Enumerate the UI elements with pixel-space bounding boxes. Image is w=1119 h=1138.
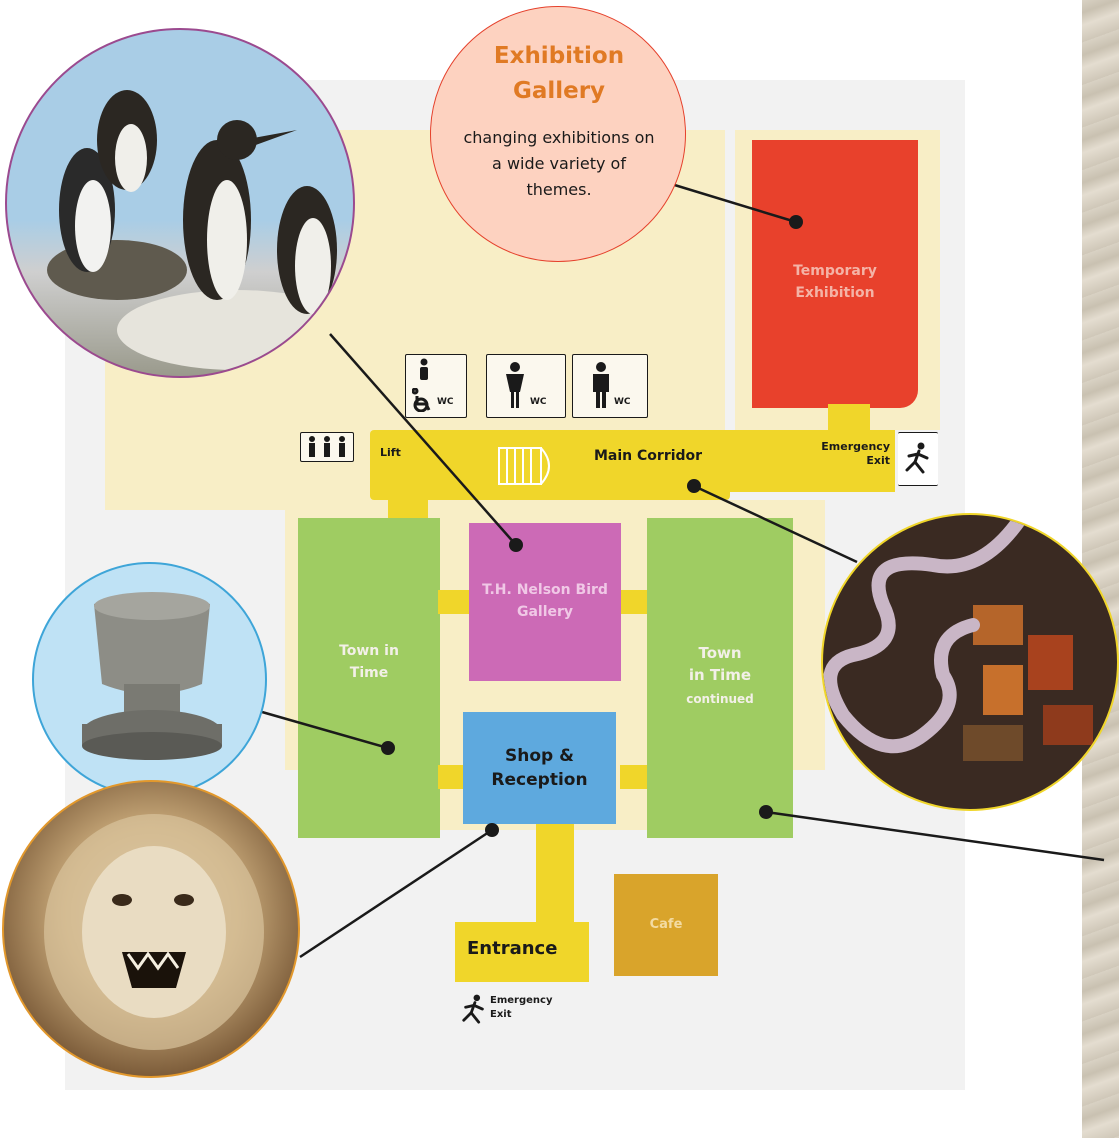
shop-reception-room[interactable]: Shop & Reception <box>463 712 616 824</box>
dot-main-corridor <box>687 479 701 493</box>
temporary-exhibition-room[interactable]: Temporary Exhibition <box>752 140 918 408</box>
temporary-exhibition-label: Temporary Exhibition <box>793 263 877 301</box>
wc-label-1: WC <box>437 397 454 407</box>
town-in-time-label: Town in Time <box>339 643 399 681</box>
puffins-drawing <box>47 90 353 370</box>
male-icon <box>593 362 609 408</box>
wc-label-3: WC <box>614 397 631 407</box>
town-in-time-continued-room[interactable]: Town in Time continued <box>647 518 793 838</box>
accessible-wc-box <box>405 354 467 418</box>
emergency-exit-top-label: Emergency Exit <box>821 440 890 467</box>
running-man-icon <box>905 442 929 474</box>
connector-right-lower <box>620 765 650 789</box>
emergency-exit-bottom-label: Emergency Exit <box>490 995 553 1020</box>
dot-temporary-exhibition <box>789 215 803 229</box>
bird-gallery-label: T.H. Nelson Bird Gallery <box>482 582 608 620</box>
callout-description: changing exhibitions on a wide variety o… <box>463 128 655 199</box>
dot-town-in-time <box>381 741 395 755</box>
entrance-corridor <box>536 856 574 926</box>
lion-photo <box>2 780 300 1078</box>
shop-reception-label: Shop & Reception <box>491 746 588 790</box>
wheelchair-icon <box>412 388 431 412</box>
callout-title: Exhibition Gallery <box>493 43 625 104</box>
lift-label: Lift <box>380 446 401 459</box>
main-corridor-right <box>725 430 895 492</box>
dot-town-continued <box>759 805 773 819</box>
baby-change-icon <box>420 358 428 380</box>
wall-texture-strip <box>1082 0 1119 1138</box>
cafe-room[interactable]: Cafe <box>614 874 718 976</box>
bird-gallery-room[interactable]: T.H. Nelson Bird Gallery <box>469 523 621 681</box>
stone-font-drawing <box>82 592 222 760</box>
male-wc-box <box>572 354 648 418</box>
shop-entrance-connector <box>536 820 574 860</box>
entrance-room[interactable]: Entrance <box>455 922 589 982</box>
lift-people-icon <box>309 436 345 457</box>
stairs-icon <box>498 447 550 485</box>
lion-drawing <box>44 814 264 1050</box>
town-continued-line3: continued <box>686 692 754 706</box>
connector-right-upper <box>620 590 650 614</box>
exit-icon-box-top <box>898 432 938 486</box>
female-wc-box <box>486 354 566 418</box>
wc-label-2: WC <box>530 397 547 407</box>
town-continued-line2: in Time <box>688 666 752 684</box>
exhibition-gallery-callout: Exhibition Gallery changing exhibitions … <box>430 6 686 262</box>
stone-font-photo <box>32 562 267 797</box>
cafe-label: Cafe <box>649 917 683 932</box>
puffins-photo <box>5 28 355 378</box>
dot-shop-reception <box>485 823 499 837</box>
dot-bird-gallery <box>509 538 523 552</box>
entrance-label: Entrance <box>467 938 558 959</box>
town-in-time-room[interactable]: Town in Time <box>298 518 440 838</box>
river-aerial-photo <box>821 513 1119 811</box>
connector-left-upper <box>438 590 470 614</box>
female-icon <box>506 362 524 408</box>
running-man-icon-bottom <box>462 994 484 1024</box>
temp-exhibition-connector <box>828 404 870 434</box>
main-corridor-label: Main Corridor <box>594 448 703 464</box>
town-continued-line1: Town <box>698 644 742 662</box>
river-aerial-drawing <box>823 515 1093 761</box>
